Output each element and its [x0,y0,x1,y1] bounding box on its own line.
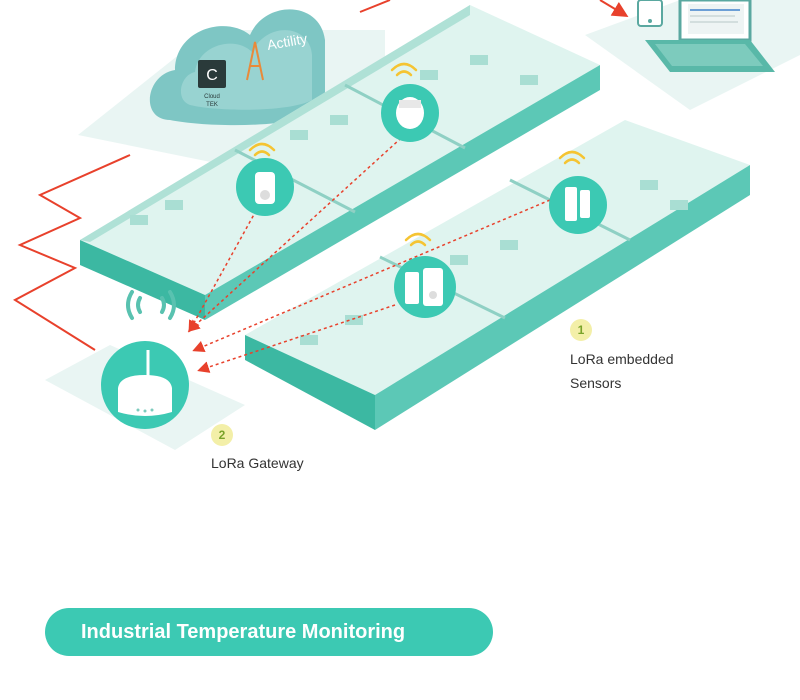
wifi-icon [390,62,418,77]
laptop-icon [645,0,775,72]
wifi-icon [404,232,432,247]
sensor-d-link [197,304,396,373]
cloud-to-devices-link [359,0,391,13]
cloudtek-text-1: Cloud [204,94,220,100]
callout-label-gateway: LoRa Gateway [211,455,304,471]
callout-number-gateway: 2 [211,424,233,446]
gateway-to-cloud-link [13,154,131,351]
actility-logo: Actility [246,30,309,81]
sensor-b [381,62,439,142]
gateway [101,290,189,429]
cloudtek-logo: C Cloud TEK [198,60,226,108]
sensor-icon [255,172,275,204]
callout-label-sensors-line2: Sensors [570,375,622,391]
network-links [13,0,629,351]
sensor-icon [405,272,419,304]
svg-text:C: C [206,67,218,84]
devices-platform [585,0,800,110]
sensor-c-link [192,199,551,353]
gateway-signal-icon [126,290,176,320]
sensor-b-link [187,129,411,333]
sensor-icon [565,187,577,221]
wifi-icon [558,150,586,165]
sensor-links [187,129,551,373]
devices-arrow-link [599,0,629,18]
callout-number-sensors: 1 [570,319,592,341]
phone-icon [637,0,663,27]
sensor-c [549,150,607,234]
callout-label-sensors-line1: LoRa embedded [570,351,674,367]
router-icon [118,375,172,416]
section-title-banner: Industrial Temperature Monitoring [45,608,493,656]
actility-brand: Actility [266,30,309,53]
cloud-icon [149,9,325,126]
cloudtek-text-2: TEK [206,102,218,108]
upper-building [80,5,600,320]
sensor-d [394,232,456,318]
sensor-a-link [188,199,263,333]
lower-building [245,120,750,430]
sensor-a [236,142,294,216]
wifi-icon [248,142,276,157]
